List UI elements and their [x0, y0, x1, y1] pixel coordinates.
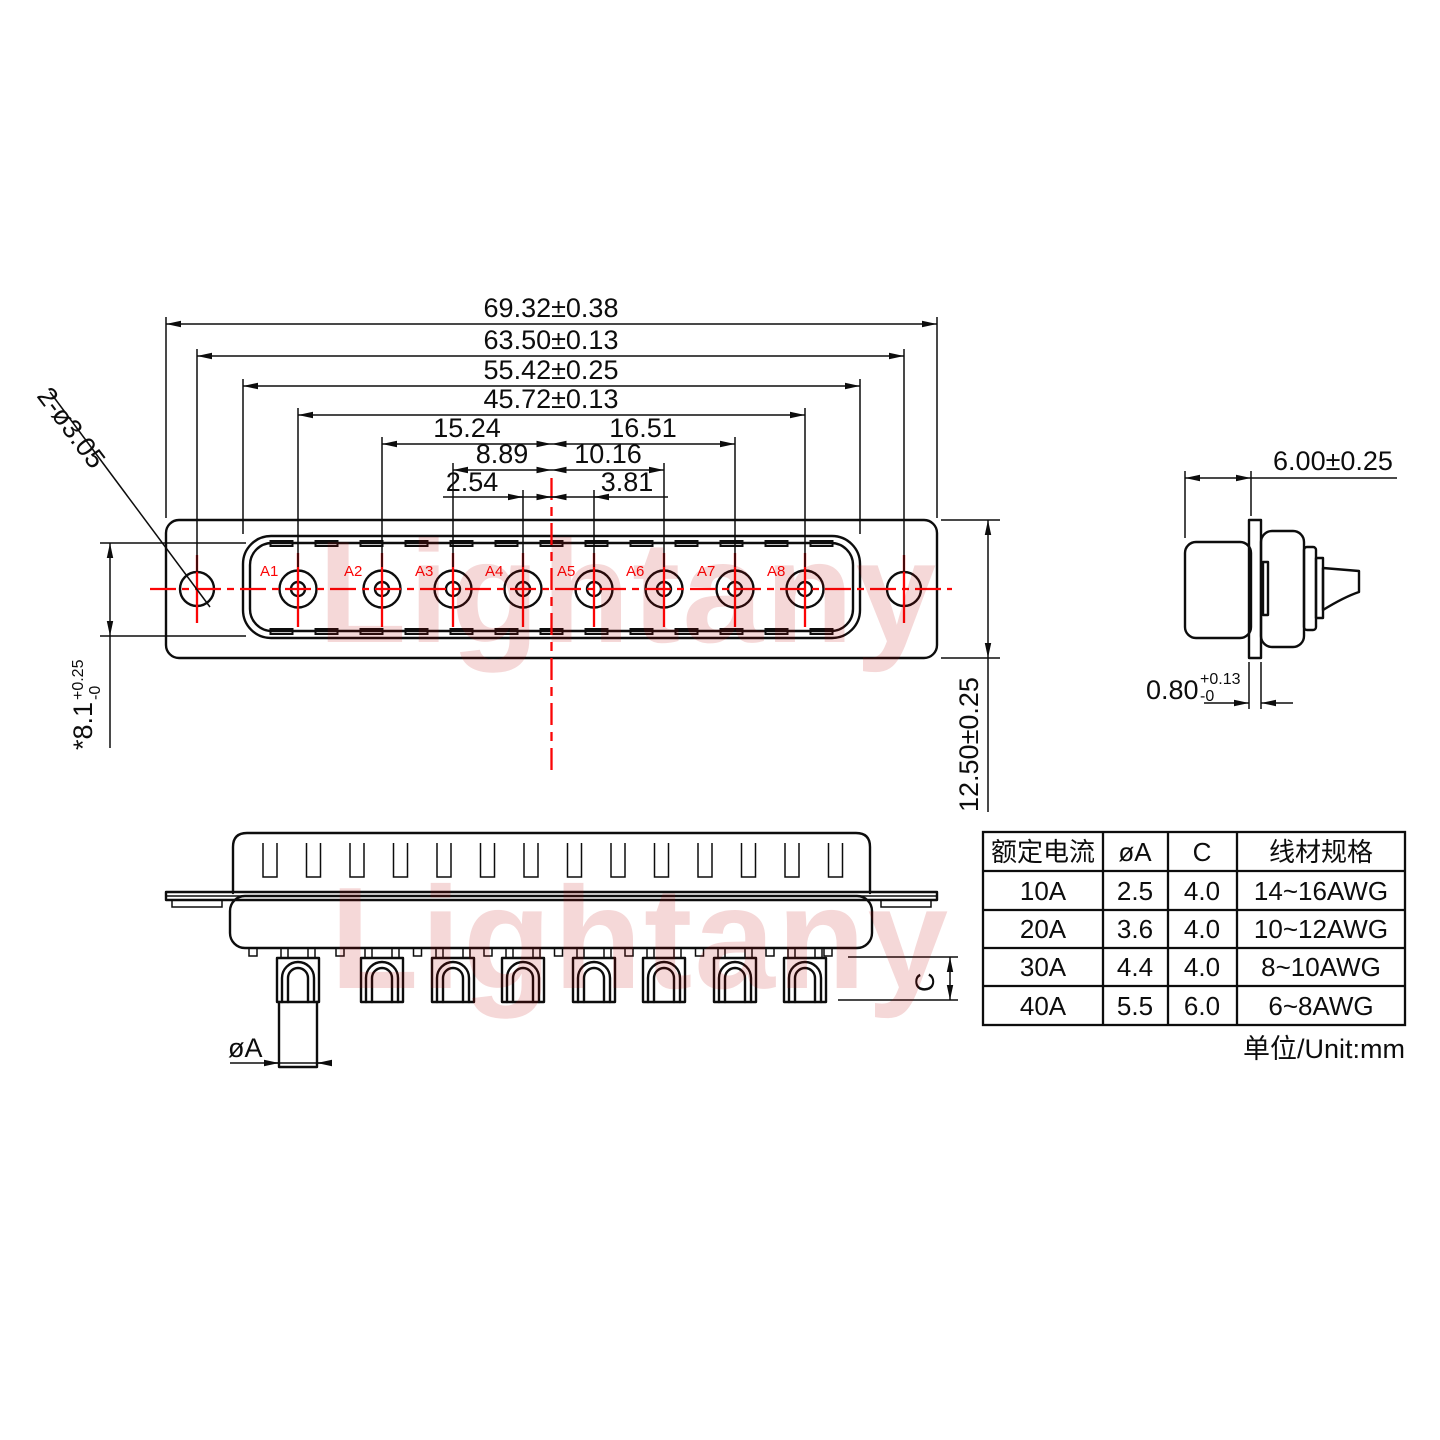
dim-flange-height-text: 12.50±0.25: [954, 677, 984, 812]
dim-shell-width: 55.42±0.25: [484, 355, 619, 385]
side-body: [1183, 540, 1253, 640]
pin-a2-label: A2: [344, 563, 362, 580]
cell-r3-wire: 8~10AWG: [1261, 952, 1381, 982]
dim-center-a7: 16.51: [609, 413, 677, 443]
dim-shell-opening-tol-minus: -0: [87, 686, 104, 700]
side-step-1: [1302, 545, 1318, 632]
dim-mounting-holes-text: 2-ø3.05: [31, 382, 111, 474]
extension-lines: [165, 317, 938, 572]
cell-r2-wire: 10~12AWG: [1254, 914, 1388, 944]
cell-r4-wire: 6~8AWG: [1268, 991, 1373, 1021]
dim-shell-opening-main: *8.1: [68, 702, 98, 750]
cell-r3-current: 30A: [1020, 952, 1067, 982]
dim-overall-width: 69.32±0.38: [484, 293, 619, 323]
table-header-wire: 线材规格: [1269, 837, 1373, 867]
dim-front-depth-text: 6.00±0.25: [1273, 446, 1393, 476]
dim-flange-thickness: 0.80 +0.13 -0: [1146, 662, 1293, 709]
cell-r3-dia: 4.4: [1117, 952, 1153, 982]
dim-a2-center: 15.24: [433, 413, 501, 443]
dim-shell-opening-tol-plus: +0.25: [70, 659, 87, 700]
dim-center-a5: 3.81: [601, 467, 654, 497]
dim-center-a6: 10.16: [574, 439, 642, 469]
side-rib: [1261, 560, 1270, 617]
cell-r4-current: 40A: [1020, 991, 1067, 1021]
cell-r2-current: 20A: [1020, 914, 1067, 944]
table-header-c: C: [1193, 837, 1212, 867]
dim-shell-opening: *8.1 +0.25 -0: [68, 542, 246, 750]
dim-crimp-depth-text: C: [910, 973, 940, 993]
dim-mounting-holes: 2-ø3.05: [31, 382, 211, 608]
cell-r1-c: 4.0: [1184, 876, 1220, 906]
insulator-housing: [228, 894, 874, 950]
cell-r2-c: 4.0: [1184, 914, 1220, 944]
bottom-view: øA C: [164, 831, 958, 1069]
cell-r1-wire: 14~16AWG: [1254, 876, 1388, 906]
dim-pin-span: 45.72±0.13: [484, 384, 619, 414]
table-row: 40A 5.5 6.0 6~8AWG: [1020, 991, 1374, 1021]
dim-pin-diameter-text: øA: [228, 1033, 263, 1063]
table-row: 20A 3.6 4.0 10~12AWG: [1020, 914, 1388, 944]
dim-a3-center: 8.89: [476, 439, 529, 469]
cell-r3-c: 4.0: [1184, 952, 1220, 982]
dim-hole-spacing: 63.50±0.13: [484, 325, 619, 355]
table-header-dia: øA: [1118, 837, 1152, 867]
pin-a7-label: A7: [697, 563, 715, 580]
cell-r4-c: 6.0: [1184, 991, 1220, 1021]
side-nose: [1321, 566, 1361, 612]
side-view: 6.00±0.25 0.80 +0.13 -0: [1146, 446, 1397, 709]
pin-a4-label: A4: [485, 563, 503, 580]
pin-a3-label: A3: [415, 563, 433, 580]
dim-flange-thickness-tol-minus: -0: [1200, 688, 1214, 705]
spec-table: 额定电流 øA C 线材规格 10A 2.5 4.0 14~16AWG 20A …: [981, 830, 1407, 1064]
unit-note: 单位/Unit:mm: [1243, 1034, 1405, 1064]
shell-dashes: [269, 540, 834, 635]
hood-outline: [231, 831, 872, 895]
watermark-front: Lightany: [318, 511, 938, 673]
solder-cups: [275, 956, 828, 1004]
watermark-bottom: Lightany: [330, 857, 950, 1019]
pin-a8-label: A8: [767, 563, 785, 580]
table-header-current: 额定电流: [991, 837, 1095, 867]
cell-r1-current: 10A: [1020, 876, 1067, 906]
cell-r2-dia: 3.6: [1117, 914, 1153, 944]
a1-barrel: [277, 1000, 319, 1069]
dim-a4-center: 2.54: [446, 467, 499, 497]
table-row: 10A 2.5 4.0 14~16AWG: [1020, 876, 1388, 906]
dimension-lines: [166, 320, 937, 501]
pin-a1-label: A1: [260, 563, 278, 580]
dim-flange-height: 12.50±0.25: [941, 519, 1000, 812]
dim-pin-diameter: øA: [228, 1033, 332, 1067]
hood-slots: [262, 843, 844, 878]
dim-flange-thickness-main: 0.80: [1146, 675, 1199, 705]
table-row: 30A 4.4 4.0 8~10AWG: [1020, 952, 1381, 982]
dim-crimp-depth: C: [838, 956, 958, 1001]
pin-a6-label: A6: [626, 563, 644, 580]
cell-r4-dia: 5.5: [1117, 991, 1153, 1021]
pin-a5-label: A5: [557, 563, 575, 580]
cell-r1-dia: 2.5: [1117, 876, 1153, 906]
dim-flange-thickness-tol-plus: +0.13: [1200, 671, 1241, 688]
dim-front-depth: 6.00±0.25: [1184, 446, 1397, 538]
